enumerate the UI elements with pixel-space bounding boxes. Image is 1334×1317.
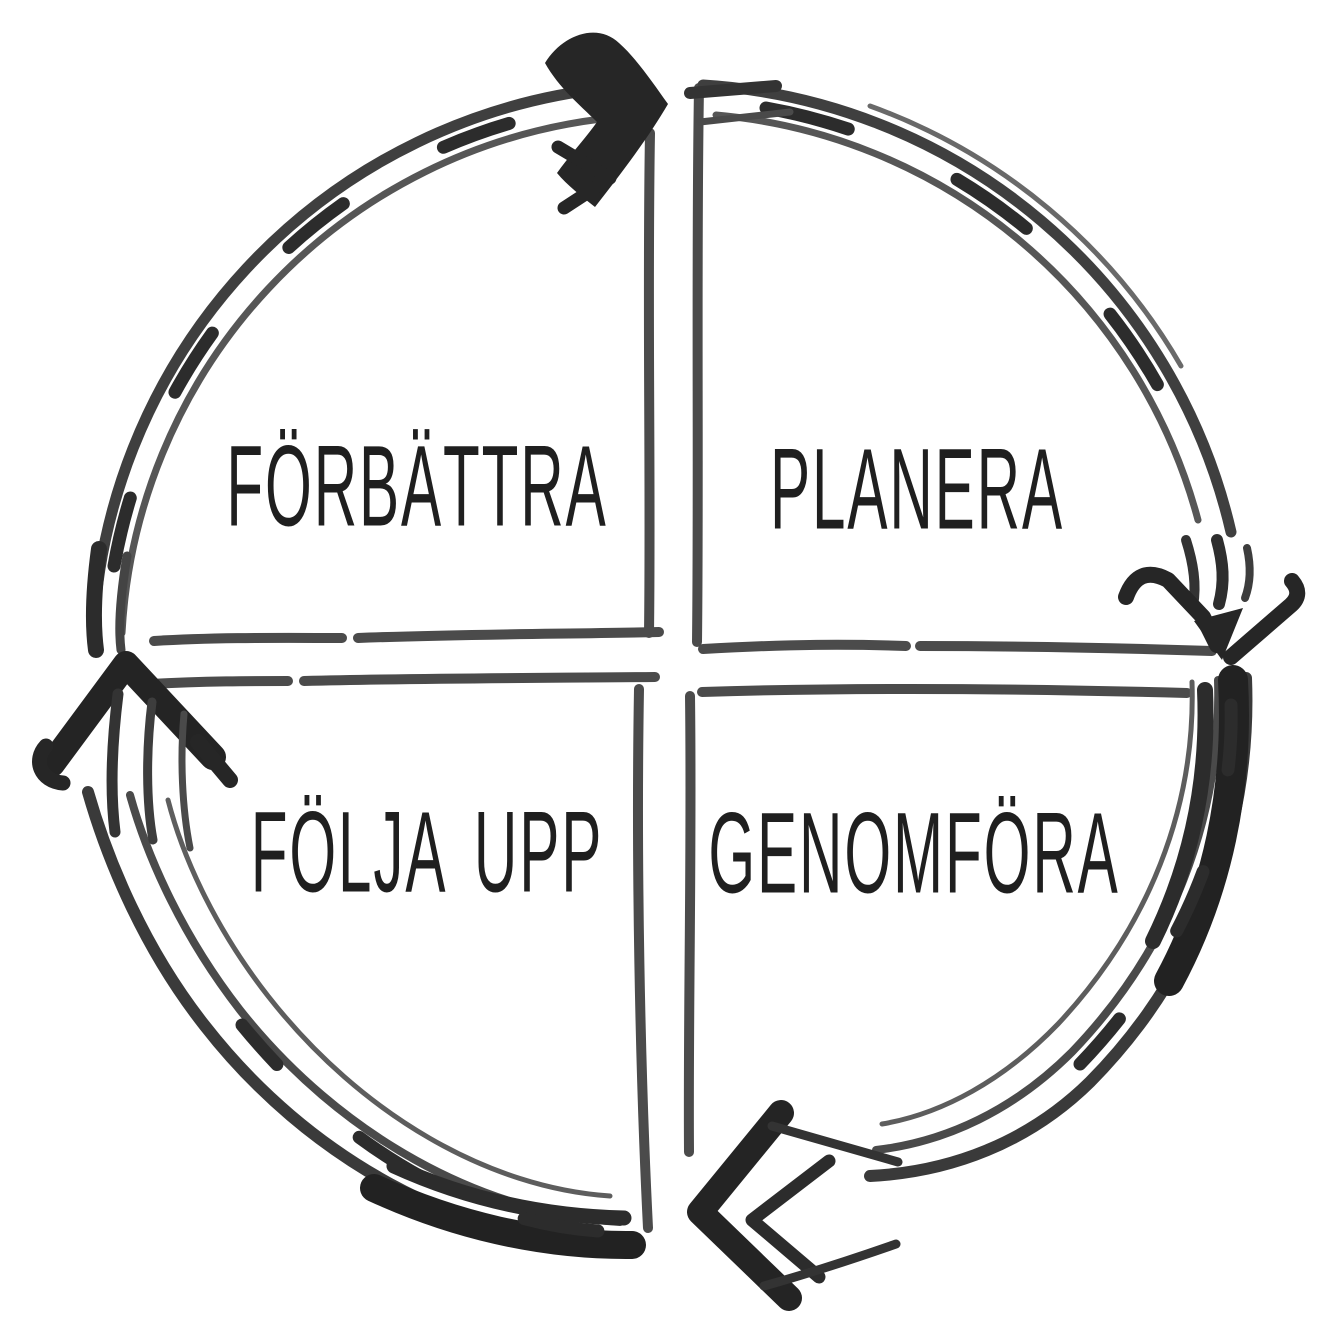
- arc-stroke: [872, 676, 1223, 1154]
- arc-arrow-bottom-right: [687, 665, 1253, 1311]
- quadrant-label-forbattra: FÖRBÄTTRA: [226, 421, 608, 551]
- arc-stroke: [712, 111, 1202, 524]
- arc-stroke: [165, 797, 613, 1199]
- arc-stroke: [697, 79, 1237, 538]
- divider-horizontal-bottom-left-2: [299, 672, 660, 686]
- arc-tail-stroke: [115, 551, 132, 655]
- arc-stroke: [235, 1018, 605, 1238]
- arrowhead-left-icon: [687, 1100, 802, 1311]
- divider-horizontal-top-right-2: [915, 641, 1217, 656]
- arc-end-stroke: [1211, 534, 1229, 610]
- arc-tail-stroke: [178, 710, 194, 852]
- arc-arrow-top-right: [684, 79, 1306, 665]
- arc-end-stroke: [1241, 544, 1254, 602]
- arc-thick-stroke: [1145, 682, 1214, 949]
- arc-arrow-bottom-left: [32, 651, 646, 1260]
- divider-horizontal-bottom-left: [145, 676, 293, 689]
- arc-stroke: [118, 115, 605, 637]
- divider-vertical-top-left: [643, 128, 655, 638]
- quadrant-label-genomfora: GENOMFÖRA: [708, 788, 1120, 918]
- quadrant-divider-lines: [145, 83, 1217, 1233]
- arc-stroke: [107, 99, 597, 573]
- divider-horizontal-top-left-2: [353, 627, 664, 643]
- arrowhead-down-icon: [1118, 566, 1225, 653]
- arrowhead-down-icon: [1223, 573, 1306, 665]
- arrowhead-arm-stroke: [767, 1121, 903, 1167]
- divider-horizontal-top-right: [698, 639, 911, 654]
- arc-stroke: [87, 82, 614, 648]
- divider-vertical-top-right: [692, 83, 704, 647]
- arc-start-stroke: [684, 80, 782, 99]
- divider-vertical-bottom-right: [683, 691, 696, 1157]
- divider-horizontal-bottom-right: [697, 684, 1192, 698]
- arrowhead-arm-stroke: [759, 1239, 901, 1291]
- arrowhead-elbow-stroke: [32, 738, 71, 791]
- arc-stroke: [867, 103, 1184, 369]
- arc-arrow-top-left: [85, 32, 668, 658]
- arc-tail-stroke: [106, 688, 124, 838]
- arc-stroke: [879, 679, 1195, 1127]
- arc-tail-stroke: [143, 697, 158, 845]
- arc-stroke: [759, 101, 1210, 495]
- arrowhead-tip: [1194, 608, 1243, 660]
- quadrant-label-folja-upp: FÖLJA UPP: [250, 787, 604, 917]
- arc-tail-stroke: [85, 541, 107, 658]
- arrowhead-inner-chevron: [551, 140, 617, 215]
- arc-stroke: [1073, 698, 1238, 1071]
- arrowhead-inner-chevron: [745, 1154, 836, 1284]
- quadrant-label-planera: PLANERA: [769, 424, 1065, 554]
- arrowhead-arm-stroke: [190, 734, 238, 788]
- arc-start-stroke: [696, 108, 794, 126]
- divider-horizontal-top-left: [149, 632, 347, 646]
- arc-thick-stroke: [360, 1174, 646, 1260]
- divider-vertical-bottom-left: [633, 684, 653, 1233]
